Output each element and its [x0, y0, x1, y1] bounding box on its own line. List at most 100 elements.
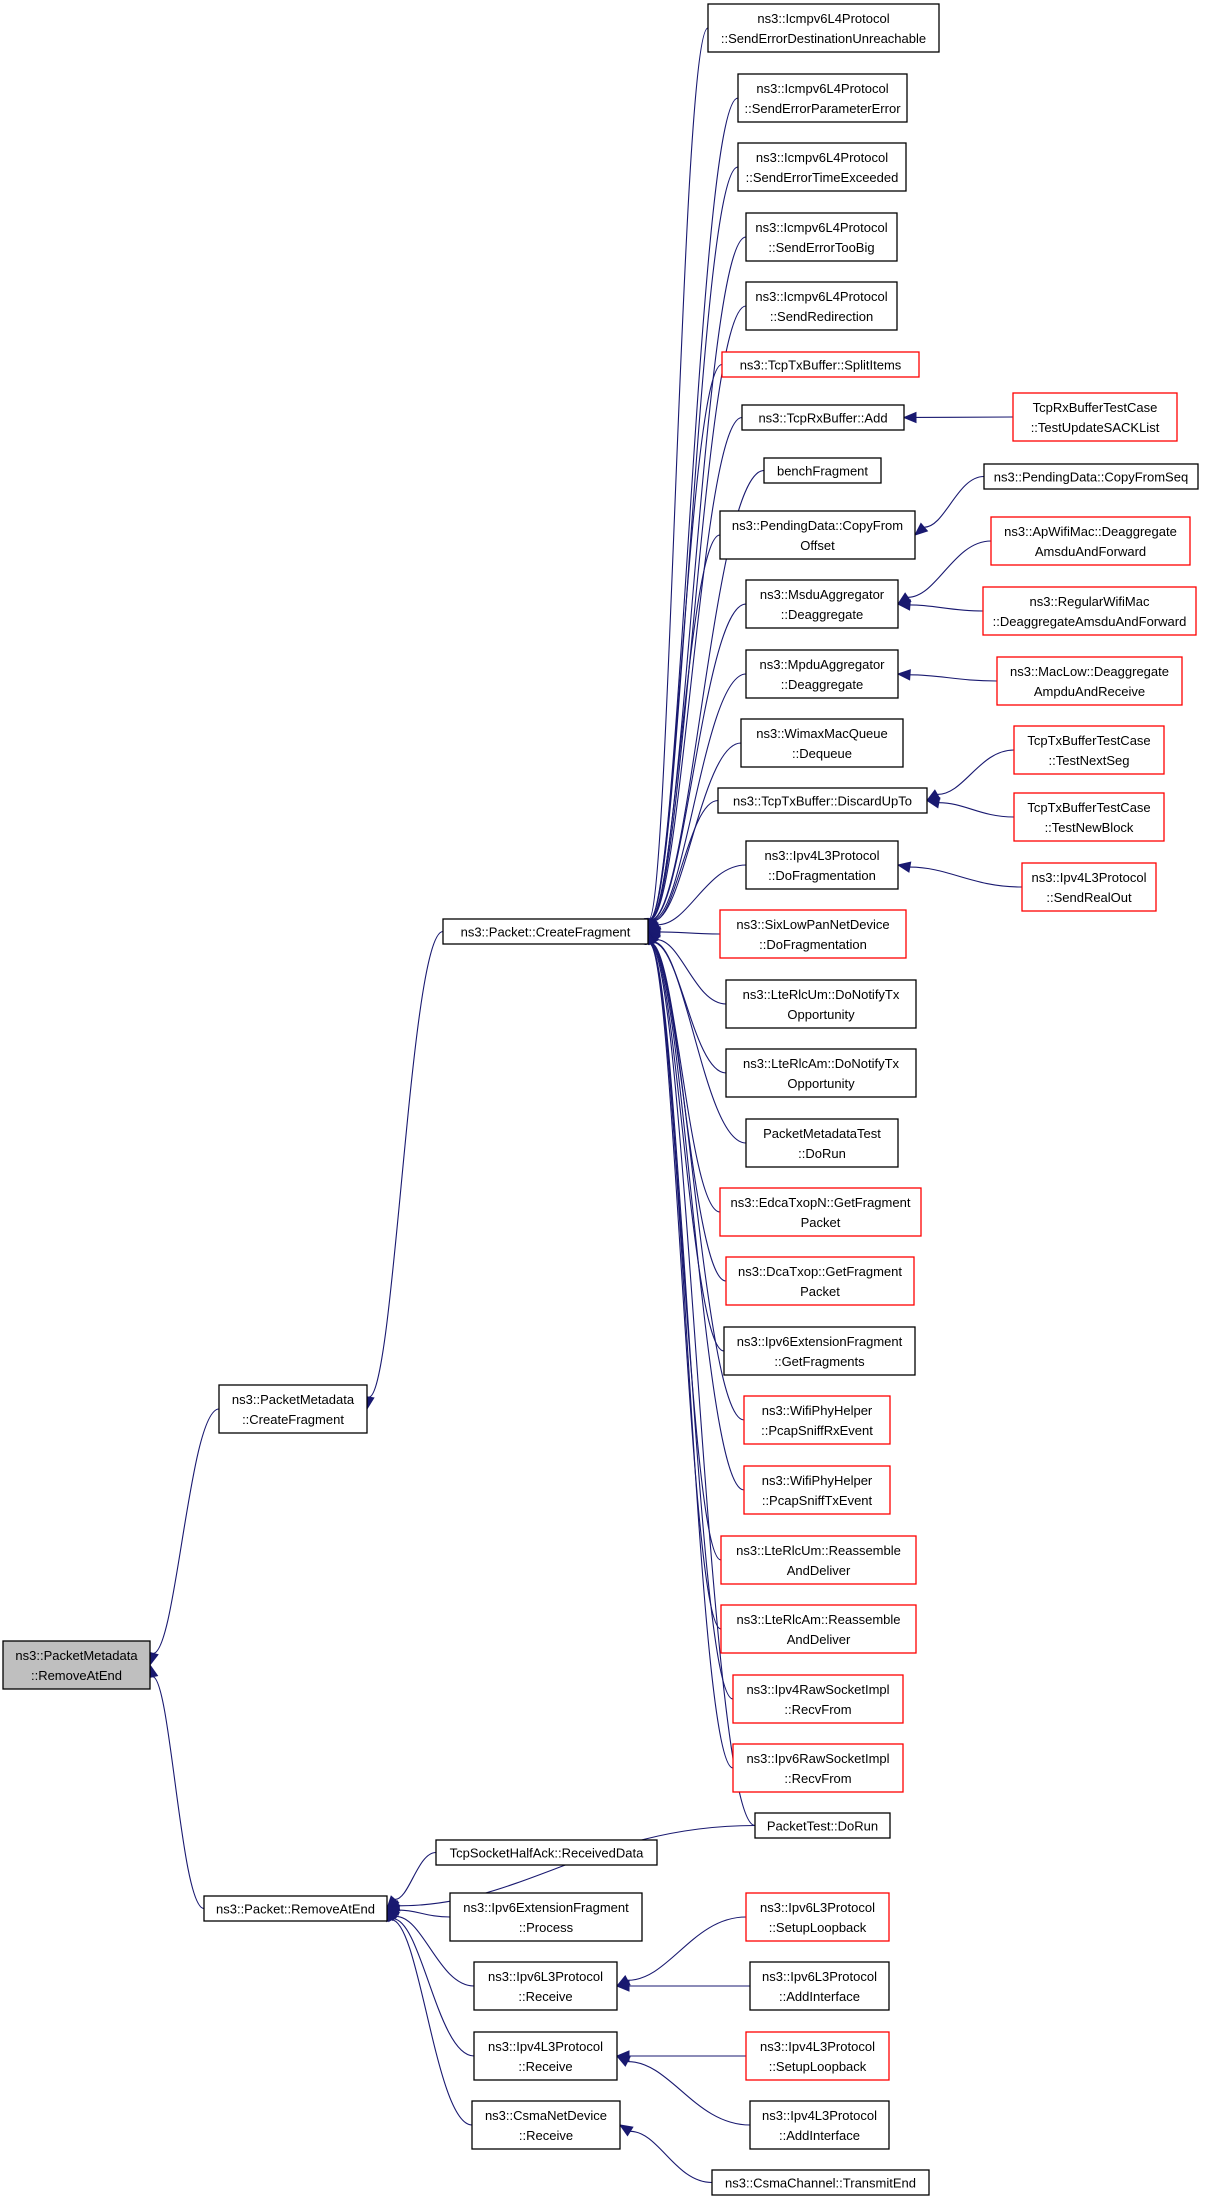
call-graph-node[interactable]: ns3::PacketMetadata::RemoveAtEnd	[2, 1640, 151, 1690]
node-label: ::DeaggregateAmsduAndForward	[993, 614, 1187, 629]
node-box	[719, 909, 907, 959]
node-box	[1021, 862, 1157, 912]
call-graph-node[interactable]: TcpRxBufferTestCase::TestUpdateSACKList	[1012, 392, 1178, 442]
node-label: ns3::Packet::RemoveAtEnd	[216, 1902, 375, 1917]
call-graph-node[interactable]: ns3::Ipv4L3Protocol::SetupLoopback	[745, 2031, 890, 2081]
node-label: ns3::SixLowPanNetDevice	[736, 917, 889, 932]
call-graph-node[interactable]: TcpTxBufferTestCase::TestNewBlock	[1013, 792, 1165, 842]
call-graph-node[interactable]: ns3::ApWifiMac::DeaggregateAmsduAndForwa…	[990, 516, 1191, 566]
call-graph-node[interactable]: ns3::CsmaNetDevice::Receive	[471, 2100, 621, 2150]
node-label: AmsduAndForward	[1035, 544, 1146, 559]
call-graph-node[interactable]: ns3::SixLowPanNetDevice::DoFragmentation	[719, 909, 907, 959]
call-graph-node[interactable]: ns3::Icmpv6L4Protocol::SendErrorTimeExce…	[737, 142, 907, 192]
node-label: ::TestUpdateSACKList	[1031, 420, 1160, 435]
node-box	[471, 2100, 621, 2150]
node-label: ::PcapSniffRxEvent	[761, 1423, 873, 1438]
call-graph-node[interactable]: TcpTxBufferTestCase::TestNextSeg	[1013, 725, 1165, 775]
call-graph-node[interactable]: ns3::Ipv6ExtensionFragment::Process	[449, 1892, 643, 1942]
call-graph-node[interactable]: ns3::WimaxMacQueue::Dequeue	[740, 718, 904, 768]
call-graph-node[interactable]: ns3::Icmpv6L4Protocol::SendRedirection	[745, 281, 898, 331]
call-graph-node[interactable]: ns3::PacketMetadata::CreateFragment	[218, 1384, 368, 1434]
call-graph-node[interactable]: ns3::Ipv4L3Protocol::AddInterface	[749, 2100, 890, 2150]
node-label: ns3::Ipv4L3Protocol	[488, 2039, 603, 2054]
node-label: Offset	[800, 538, 835, 553]
node-box	[442, 918, 649, 945]
node-box	[763, 457, 882, 484]
call-edge	[615, 2055, 751, 2126]
call-graph-node[interactable]: ns3::TcpRxBuffer::Add	[741, 404, 905, 431]
node-label: ::Receive	[519, 2128, 573, 2143]
call-graph-node[interactable]: ns3::WifiPhyHelper::PcapSniffRxEvent	[743, 1395, 891, 1445]
call-graph-node[interactable]: ns3::Ipv6ExtensionFragment::GetFragments	[723, 1326, 916, 1376]
node-label: TcpRxBufferTestCase	[1033, 400, 1158, 415]
call-graph-node[interactable]: ns3::TcpTxBuffer::SplitItems	[721, 351, 920, 378]
call-graph-node[interactable]: ns3::Ipv6L3Protocol::AddInterface	[749, 1961, 890, 2011]
node-label: ns3::Icmpv6L4Protocol	[756, 81, 888, 96]
node-label: ::Process	[519, 1920, 574, 1935]
call-edge	[615, 1980, 751, 1992]
node-label: ns3::Ipv4L3Protocol	[762, 2108, 877, 2123]
call-graph-node[interactable]: PacketMetadataTest::DoRun	[745, 1118, 899, 1168]
call-graph-node[interactable]: ns3::Ipv4L3Protocol::DoFragmentation	[745, 840, 899, 890]
node-label: AndDeliver	[787, 1563, 851, 1578]
call-graph-node[interactable]: ns3::CsmaChannel::TransmitEnd	[711, 2169, 930, 2196]
call-graph-node[interactable]: ns3::TcpTxBuffer::DiscardUpTo	[717, 787, 928, 814]
call-graph-node[interactable]: ns3::MpduAggregator::Deaggregate	[745, 649, 899, 699]
node-label: ::RemoveAtEnd	[31, 1668, 122, 1683]
node-label: ns3::Icmpv6L4Protocol	[757, 11, 889, 26]
call-graph-node[interactable]: ns3::Packet::CreateFragment	[442, 918, 649, 945]
node-label: Opportunity	[787, 1076, 855, 1091]
node-label: ::CreateFragment	[242, 1412, 344, 1427]
call-graph-node[interactable]: ns3::MsduAggregator::Deaggregate	[745, 579, 899, 629]
node-box	[717, 787, 928, 814]
node-label: ns3::LteRlcUm::DoNotifyTx	[743, 987, 900, 1002]
call-graph-node[interactable]: PacketTest::DoRun	[754, 1812, 891, 1839]
node-label: PacketTest::DoRun	[767, 1819, 878, 1834]
node-label: ns3::PacketMetadata	[15, 1648, 138, 1663]
call-graph-node[interactable]: ns3::Icmpv6L4Protocol::SendErrorParamete…	[737, 73, 908, 123]
call-graph-node[interactable]: ns3::Icmpv6L4Protocol::SendErrorTooBig	[745, 212, 898, 262]
call-graph-node[interactable]: ns3::Ipv4L3Protocol::SendRealOut	[1021, 862, 1157, 912]
call-graph-node[interactable]: ns3::PendingData::CopyFromSeq	[983, 463, 1199, 490]
node-box	[745, 281, 898, 331]
call-graph-node[interactable]: ns3::Ipv6L3Protocol::SetupLoopback	[745, 1892, 890, 1942]
call-graph-node[interactable]: TcpSocketHalfAck::ReceivedData	[435, 1839, 658, 1866]
node-box	[725, 1048, 917, 1098]
node-label: ns3::MacLow::Deaggregate	[1010, 664, 1169, 679]
node-label: ::GetFragments	[774, 1354, 865, 1369]
node-label: ::Deaggregate	[781, 607, 863, 622]
node-box	[711, 2169, 930, 2196]
node-box	[982, 586, 1197, 636]
call-graph-node[interactable]: ns3::WifiPhyHelper::PcapSniffTxEvent	[743, 1465, 891, 1515]
call-graph-node[interactable]: ns3::Packet::RemoveAtEnd	[203, 1895, 388, 1922]
call-graph-node[interactable]: ns3::Ipv6RawSocketImpl::RecvFrom	[732, 1743, 904, 1793]
node-label: ns3::ApWifiMac::Deaggregate	[1004, 524, 1177, 539]
call-graph-node[interactable]: ns3::RegularWifiMac::DeaggregateAmsduAnd…	[982, 586, 1197, 636]
call-graph-node[interactable]: ns3::Ipv6L3Protocol::Receive	[473, 1961, 618, 2011]
node-label: ns3::Icmpv6L4Protocol	[755, 289, 887, 304]
node-label: ns3::TcpRxBuffer::Add	[758, 411, 887, 426]
call-graph-node[interactable]: ns3::Icmpv6L4Protocol::SendErrorDestinat…	[707, 3, 940, 53]
node-box	[719, 1187, 922, 1237]
call-graph-node[interactable]: ns3::Ipv4L3Protocol::Receive	[473, 2031, 618, 2081]
node-label: ::Deaggregate	[781, 677, 863, 692]
node-label: ns3::TcpTxBuffer::DiscardUpTo	[733, 794, 912, 809]
node-label: ns3::RegularWifiMac	[1030, 594, 1150, 609]
call-graph-node[interactable]: benchFragment	[763, 457, 882, 484]
node-label: ns3::LteRlcUm::Reassemble	[736, 1543, 901, 1558]
node-label: ns3::Ipv6L3Protocol	[762, 1969, 877, 1984]
call-edge	[925, 797, 1015, 818]
call-edge	[896, 861, 1023, 888]
call-graph-node[interactable]: ns3::Ipv4RawSocketImpl::RecvFrom	[732, 1674, 904, 1724]
node-box	[990, 516, 1191, 566]
node-label: ns3::Ipv6L3Protocol	[488, 1969, 603, 1984]
node-label: ns3::TcpTxBuffer::SplitItems	[740, 358, 902, 373]
